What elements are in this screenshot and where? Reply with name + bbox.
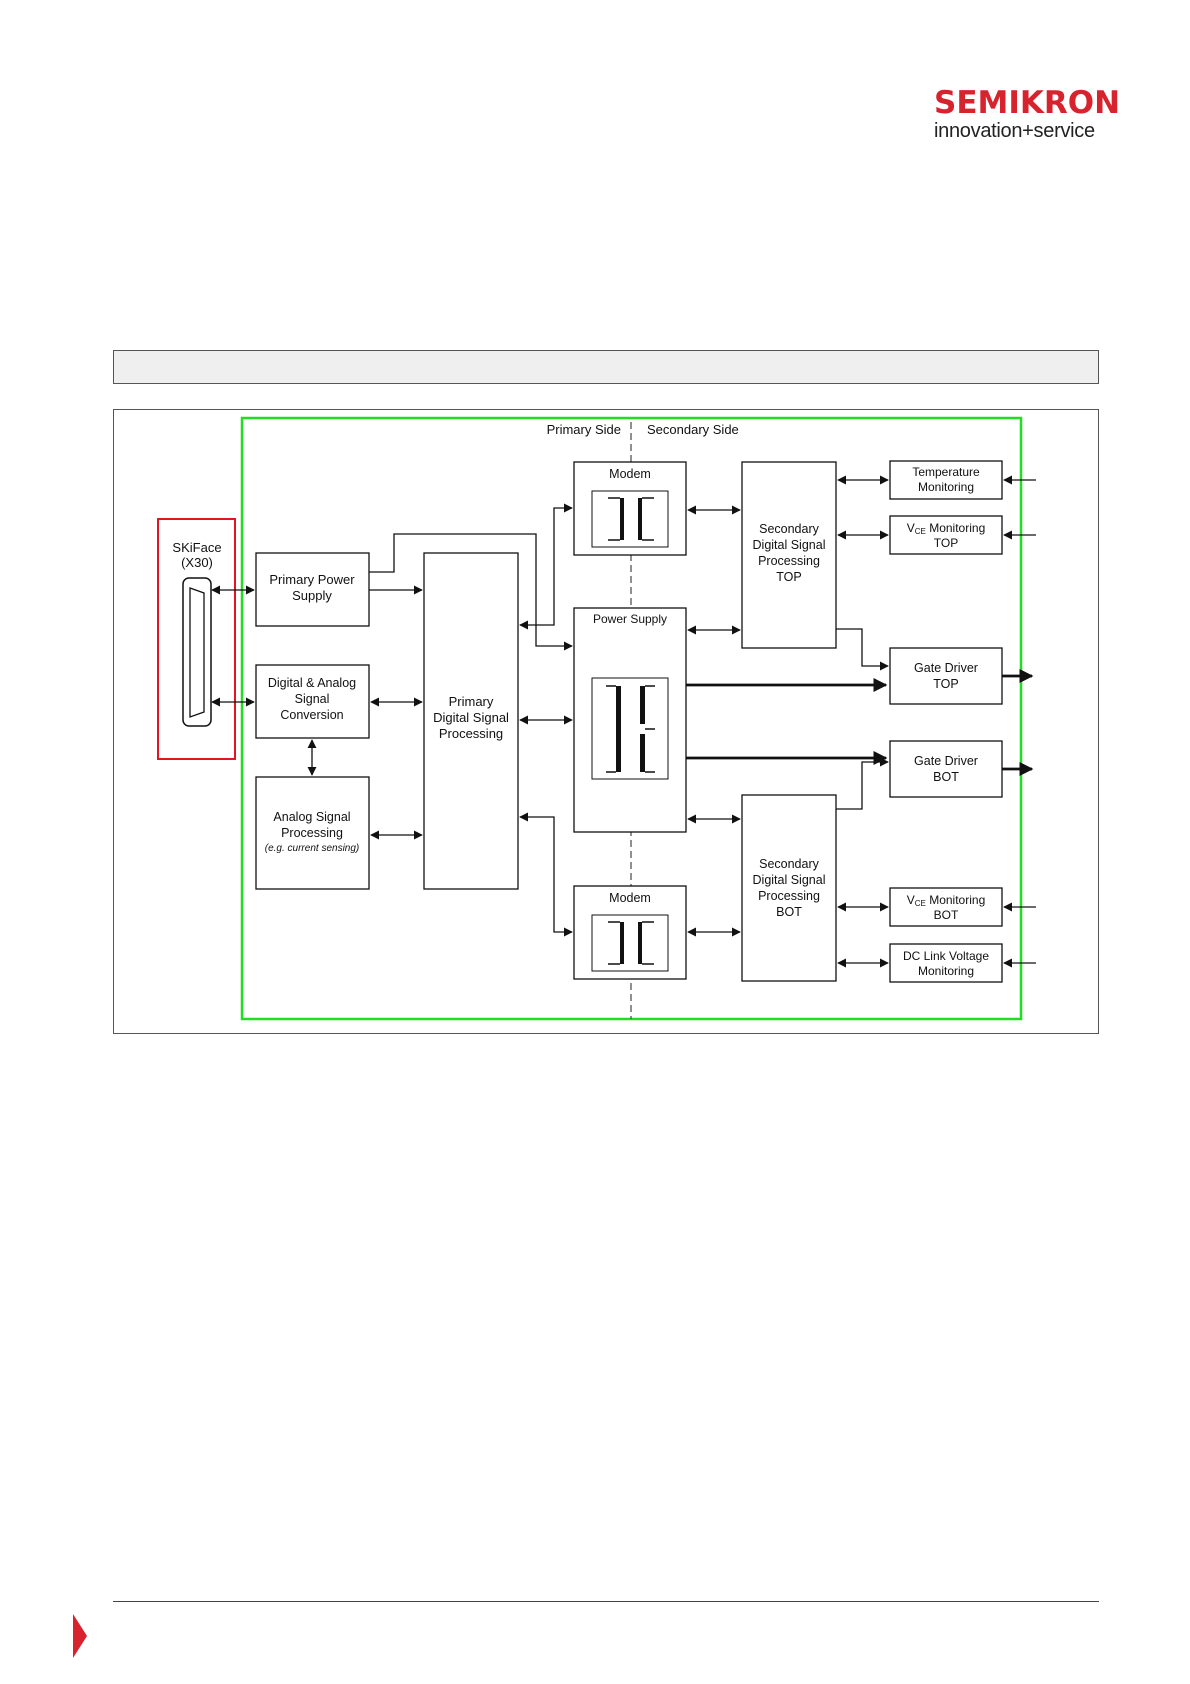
gate-driver-top-block: Gate Driver TOP	[889, 647, 1003, 705]
gate-top-line2: TOP	[933, 677, 958, 691]
vce-bot-line1: VCE Monitoring	[907, 893, 986, 908]
primary-dsp-line2: Digital Signal	[433, 710, 509, 725]
sdsp-top-line1: Secondary	[759, 522, 820, 536]
sdsp-bot-line3: Processing	[758, 889, 820, 903]
power-supply-label: Power Supply	[593, 612, 667, 626]
vce-bot-line2: BOT	[934, 908, 959, 922]
sdsp-top-line3: Processing	[758, 554, 820, 568]
primary-power-supply-line1: Primary Power	[269, 572, 355, 587]
primary-power-supply-line2: Supply	[292, 588, 332, 603]
connector-label-line1: SKiFace	[172, 540, 221, 555]
section-header-bar	[113, 350, 1099, 384]
digital-analog-conversion-block: Digital & Analog Signal Conversion	[255, 664, 370, 739]
dc-link-line1: DC Link Voltage	[903, 949, 989, 963]
vce-top-line2: TOP	[934, 536, 958, 550]
asp-line1: Analog Signal	[273, 810, 350, 824]
modem-bot-block: Modem	[573, 885, 687, 980]
asp-note: (e.g. current sensing)	[265, 843, 360, 854]
primary-power-supply-block: Primary Power Supply	[255, 552, 370, 627]
vce-top-line1: VCE Monitoring	[907, 521, 986, 536]
modem-bot-coupler-icon	[608, 921, 654, 965]
logo-tagline: innovation+service	[934, 120, 1095, 142]
block-diagram-figure: Primary Side Secondary Side SKiFace (X30…	[113, 409, 1099, 1034]
primary-dsp-line1: Primary	[449, 694, 494, 709]
skiface-connector-icon	[182, 577, 212, 727]
secondary-dsp-top-block: Secondary Digital Signal Processing TOP	[741, 461, 837, 649]
secondary-side-label: Secondary Side	[647, 422, 739, 437]
dac-line1: Digital & Analog	[268, 676, 356, 690]
connector-label-line2: (X30)	[181, 555, 213, 570]
temperature-monitoring-block: Temperature Monitoring	[889, 460, 1003, 500]
temp-mon-line2: Monitoring	[918, 480, 974, 494]
gate-driver-bot-block: Gate Driver BOT	[889, 740, 1003, 798]
dc-link-monitoring-block: DC Link Voltage Monitoring	[889, 943, 1003, 983]
gate-bot-line2: BOT	[933, 770, 959, 784]
sdsp-bot-line2: Digital Signal	[753, 873, 826, 887]
sdsp-bot-line4: BOT	[776, 905, 802, 919]
primary-dsp-block: Primary Digital Signal Processing	[423, 552, 519, 890]
modem-top-label: Modem	[609, 467, 651, 481]
modem-top-coupler-icon	[608, 497, 654, 541]
power-supply-block: Power Supply	[573, 607, 687, 833]
sdsp-top-line2: Digital Signal	[753, 538, 826, 552]
sdsp-bot-line1: Secondary	[759, 857, 820, 871]
modem-top-block: Modem	[573, 461, 687, 556]
secondary-dsp-bot-block: Secondary Digital Signal Processing BOT	[741, 794, 837, 982]
power-paths	[686, 669, 1034, 776]
gate-top-line1: Gate Driver	[914, 661, 978, 675]
primary-dsp-line3: Processing	[439, 726, 503, 741]
dac-line3: Conversion	[280, 708, 343, 722]
vce-monitoring-bot-block: VCE Monitoring BOT	[889, 887, 1003, 927]
gate-bot-line1: Gate Driver	[914, 754, 978, 768]
sdsp-top-line4: TOP	[776, 570, 801, 584]
connector-highlight	[157, 518, 236, 760]
temp-mon-line1: Temperature	[912, 465, 980, 479]
vce-monitoring-top-block: VCE Monitoring TOP	[889, 515, 1003, 555]
modem-bot-label: Modem	[609, 891, 651, 905]
primary-side-label: Primary Side	[547, 422, 621, 437]
semikron-logo: SEMIKRON innovation+service	[934, 85, 1121, 142]
dac-line2: Signal	[295, 692, 330, 706]
logo-brand-text: SEMIKRON	[934, 85, 1121, 121]
analog-signal-processing-block: Analog Signal Processing (e.g. current s…	[255, 776, 370, 890]
connection-arrows	[211, 475, 1036, 968]
asp-line2: Processing	[281, 826, 343, 840]
block-diagram: Primary Side Secondary Side SKiFace (X30…	[157, 416, 1036, 1021]
footer-rule	[113, 1601, 1099, 1602]
dc-link-line2: Monitoring	[918, 964, 974, 978]
power-transformer-icon	[606, 685, 655, 773]
footer-arrow-mark	[73, 1614, 87, 1663]
